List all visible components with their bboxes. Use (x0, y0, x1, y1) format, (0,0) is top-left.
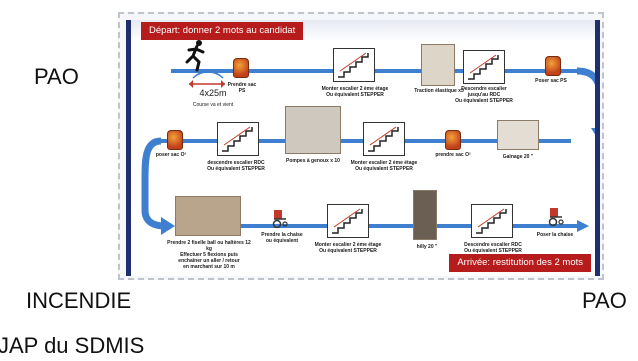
stairs-steps (468, 55, 499, 80)
distance-marker (189, 71, 225, 88)
flexions-photo (175, 196, 241, 236)
caption-monter-2: Monter escalier 2 ème étage Ou équivalen… (350, 160, 418, 172)
stairs-drawing (338, 52, 369, 78)
stairs-icon-down-2 (217, 122, 259, 156)
caption-prendre-chaise: Prendre la chaise ou équivalent (261, 232, 303, 244)
stairs-steps (338, 53, 369, 78)
flow-turn-left (141, 137, 162, 210)
caption-course: Course va et vient (192, 102, 234, 108)
arrivee-label: Arrivée: restitution des 2 mots (449, 254, 591, 272)
stairs-icon-up-2 (363, 122, 405, 156)
pompes-photo (285, 106, 341, 154)
flow-arrowhead-left (161, 217, 175, 235)
runner-icon (185, 40, 205, 72)
bag-ps-icon (233, 58, 249, 78)
traction-photo (421, 44, 455, 86)
bag-ps-drop-icon (545, 56, 561, 76)
caption-gainage: Gainage 20 " (502, 154, 534, 160)
stairs-rail (333, 208, 361, 228)
label-incendie: INCENDIE (26, 288, 132, 313)
stairs-steps (222, 127, 253, 152)
label-footer: JAP du SDMIS (0, 333, 145, 358)
stairs-drawing (222, 126, 253, 152)
gainage-photo (497, 120, 539, 150)
hilly-photo (413, 190, 437, 240)
caption-prendre-o2: prendre sac O² (435, 152, 471, 158)
stairs-rail (477, 208, 505, 228)
caption-poser-o2: poser sac O² (155, 152, 187, 158)
stairs-icon-up-1 (333, 48, 375, 82)
flow-arrowhead-right (591, 128, 595, 135)
stairs-icon-down-1 (463, 50, 505, 84)
caption-poser-sac: Poser sac PS (535, 78, 567, 84)
stairs-icon-up-3 (327, 204, 369, 238)
stairs-rail (339, 52, 367, 72)
caption-traction: Traction élastique x5 (414, 88, 464, 94)
caption-monter-3: Monter escalier 2 ème étage Ou équivalen… (314, 242, 382, 254)
caption-descendre-2: descendre escalier RDC Ou équivalent STE… (207, 160, 265, 172)
stairs-drawing (332, 208, 363, 234)
stairs-drawing (476, 208, 507, 234)
stairs-drawing (468, 54, 499, 80)
circuit-slide: Départ: donner 2 mots au candidat Arrivé… (118, 12, 604, 280)
caption-prendre-sac: Prendre sac PS (227, 82, 257, 94)
bag-o2-pickup-icon (445, 130, 461, 150)
bag-o2-drop-icon (167, 130, 183, 150)
flow-arrowhead-end (577, 220, 589, 232)
wheelchair-icon (548, 208, 564, 227)
caption-hilly: hilly 20 " (416, 244, 438, 250)
stairs-icon-down-3 (471, 204, 513, 238)
slide-inner: Départ: donner 2 mots au candidat Arrivé… (126, 20, 600, 276)
wheelchair-icon (272, 210, 288, 229)
stairs-rail (223, 126, 251, 146)
caption-pompes: Pompes à genoux x 10 (286, 158, 340, 164)
stairs-steps (332, 209, 363, 234)
stairs-drawing (368, 126, 399, 152)
depart-label: Départ: donner 2 mots au candidat (141, 22, 304, 40)
flow-turn-right (576, 67, 595, 86)
chair-drop-icon (547, 206, 565, 227)
stairs-rail (469, 54, 497, 74)
stairs-steps (476, 209, 507, 234)
caption-descendre-1: Descendre escalier jusqu'au RDC Ou équiv… (455, 86, 513, 104)
chair-pickup-icon (271, 208, 289, 229)
label-pao-bottom: PAO (582, 288, 627, 313)
stairs-rail (369, 126, 397, 146)
distance-text: 4x25m (199, 88, 227, 98)
stairs-steps (368, 127, 399, 152)
caption-descendre-3: Descendre escalier RDC Ou équivalent STE… (464, 242, 522, 254)
caption-poser-chaise: Poser la chaise (536, 232, 574, 238)
caption-prendre-balls: Prendre 2 fiselle ball ou haltères 12 kg… (167, 240, 251, 270)
label-pao-top: PAO (34, 64, 79, 89)
caption-monter-1: Monter escalier 2 ème étage Ou équivalen… (321, 86, 389, 98)
